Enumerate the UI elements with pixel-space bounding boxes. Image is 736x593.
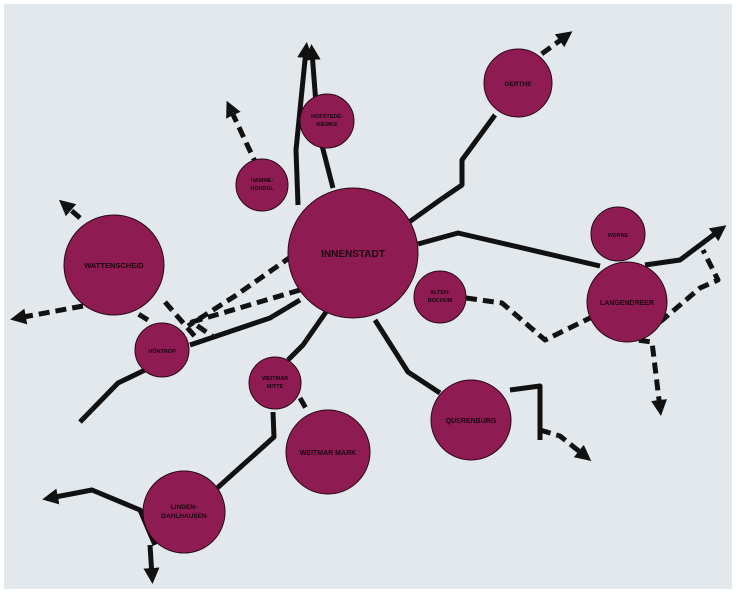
road-segment-planned (10, 303, 84, 325)
district-hofstede-riemke: HOFSTEDE- RIEMKE (299, 93, 355, 149)
district-label: WEITMAR (262, 376, 288, 382)
district-weitmar-mitte: WEITMAR MITTE (248, 356, 302, 410)
district-label: MITTE (267, 384, 284, 390)
district-label: HORDEL (250, 186, 274, 192)
district-wattenscheid: WATTENSCHEID (63, 214, 165, 316)
district-label: INNENSTADT (321, 249, 385, 260)
district-linden-dahlhausen: LINDEN- DAHLHAUSEN (142, 470, 226, 554)
district-label: LINDEN- (171, 504, 197, 511)
svg-text:LANGENDREER: LANGENDREER (600, 300, 654, 307)
district-nodes: INNENSTADT WATTENSCHEID GERTHE HOFSTEDE-… (63, 48, 668, 554)
svg-text:HAMME-HORDEL: HAMME- HORDEL (250, 178, 274, 192)
district-label: HOFSTEDE- (311, 114, 343, 120)
road-segment-planned (621, 335, 667, 416)
district-label: DAHLHAUSEN (161, 513, 207, 520)
road-segment (213, 411, 277, 492)
district-label: RIEMKE (316, 122, 338, 128)
road-segment-planned (465, 295, 592, 343)
district-label: LANGENDREER (600, 300, 654, 307)
district-weitmar-mark: WEITMAR MARK (285, 409, 371, 495)
district-label: WEITMAR MARK (300, 450, 356, 457)
road-segment-planned (163, 300, 200, 342)
road-connections (10, 31, 727, 584)
district-label: BOCHUM (428, 298, 453, 304)
district-label: WERNE (608, 233, 629, 239)
road-segment-planned (297, 396, 311, 414)
svg-text:QUERENBURG: QUERENBURG (446, 418, 497, 425)
road-segment (143, 544, 160, 584)
road-segment (293, 42, 314, 206)
svg-text:INNENSTADT: INNENSTADT (321, 249, 385, 260)
svg-text:WEITMAR MARK: WEITMAR MARK (300, 450, 356, 457)
svg-text:HOFSTEDE-RIEMKE: HOFSTEDE- RIEMKE (311, 114, 343, 128)
road-segment (42, 487, 158, 546)
road-segment (417, 230, 601, 269)
road-segment-planned (539, 427, 592, 461)
svg-text:HÖNTROP: HÖNTROP (148, 348, 176, 355)
road-segment (78, 367, 147, 424)
svg-text:GERTHE: GERTHE (504, 81, 532, 88)
road-segment-planned (189, 287, 301, 339)
district-label: ALTEN- (430, 290, 450, 296)
road-segment-planned (658, 248, 721, 324)
road-segment (509, 383, 543, 440)
svg-text:ALTEN-BOCHUM: ALTEN- BOCHUM (428, 290, 453, 304)
district-innenstadt: INNENSTADT (287, 187, 419, 319)
road-segment (286, 310, 329, 362)
road-segment-planned (133, 309, 150, 323)
district-alten-bochum: ALTEN- BOCHUM (413, 270, 467, 324)
svg-text:WATTENSCHEID: WATTENSCHEID (84, 261, 144, 270)
road-segment-planned (226, 100, 261, 170)
district-werne: WERNE (590, 206, 646, 262)
district-langendreer: LANGENDREER (586, 261, 668, 343)
svg-text:LINDEN-DAHLHAUSEN: LINDEN- DAHLHAUSEN (161, 504, 207, 520)
road-segment (644, 225, 727, 268)
district-label: QUERENBURG (446, 418, 497, 425)
road-segment (372, 318, 442, 396)
district-hamme-hordel: HAMME- HORDEL (235, 158, 289, 212)
district-label: HÖNTROP (148, 348, 176, 355)
district-querenburg: QUERENBURG (430, 379, 512, 461)
district-hoentrop: HÖNTROP (134, 322, 190, 378)
road-segment (403, 113, 498, 228)
road-segment (189, 297, 302, 348)
road-segment-planned (186, 253, 294, 329)
district-label: WATTENSCHEID (84, 261, 144, 270)
svg-text:WERNE: WERNE (608, 233, 629, 239)
road-segment-planned (58, 199, 82, 220)
district-label: HAMME- (251, 178, 274, 184)
district-label: GERTHE (504, 81, 532, 88)
district-gerthe: GERTHE (483, 48, 553, 118)
